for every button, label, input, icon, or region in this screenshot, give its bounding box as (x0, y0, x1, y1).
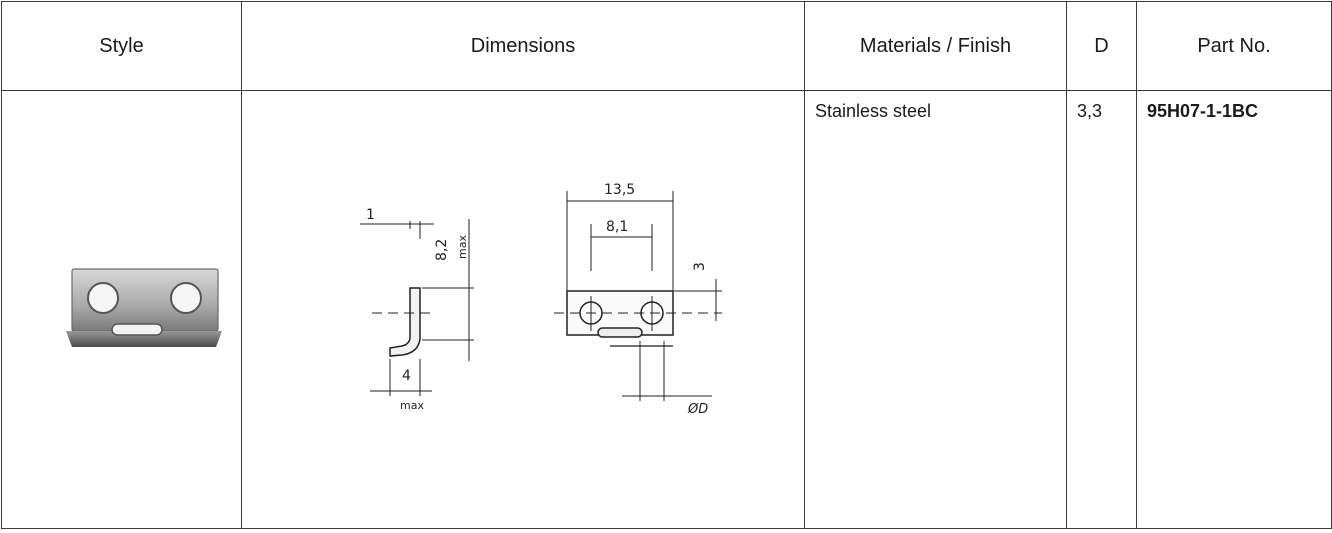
side-view (360, 219, 474, 396)
d-value: 3,3 (1077, 101, 1103, 121)
header-d: D (1066, 1, 1137, 91)
front-view (554, 191, 722, 401)
dim-height-note: max (456, 235, 469, 259)
dim-overall-width: 13,5 (604, 182, 635, 198)
bracket-photo (66, 268, 222, 347)
dim-depth-note: max (400, 399, 424, 412)
part-number: 95H07-1-1BC (1147, 101, 1259, 121)
d-cell: 3,3 (1066, 90, 1137, 529)
material-text: Stainless steel (815, 101, 932, 121)
table-row: 1 8,2 max 4 max (1, 90, 1332, 529)
technical-drawing: 1 8,2 max 4 max (360, 182, 722, 417)
header-part-no: Part No. (1136, 1, 1332, 91)
dimensions-cell: 1 8,2 max 4 max (241, 90, 805, 529)
header-style: Style (1, 1, 242, 91)
dimension-drawing: 1 8,2 max 4 max (242, 91, 804, 528)
header-materials: Materials / Finish (804, 1, 1067, 91)
dim-height: 8,2 (434, 239, 450, 261)
dim-hole-dia: ØD (687, 402, 708, 417)
dim-thickness: 1 (366, 207, 375, 223)
part-no-cell: 95H07-1-1BC (1136, 90, 1332, 529)
product-photo (2, 91, 241, 528)
style-cell (1, 90, 242, 529)
dim-depth: 4 (402, 368, 411, 384)
dim-hole-spacing: 8,1 (606, 219, 628, 235)
header-dimensions: Dimensions (241, 1, 805, 91)
dim-hole-offset: 3 (692, 262, 708, 271)
material-cell: Stainless steel (804, 90, 1067, 529)
header-row: Style Dimensions Materials / Finish D Pa… (1, 1, 1332, 91)
